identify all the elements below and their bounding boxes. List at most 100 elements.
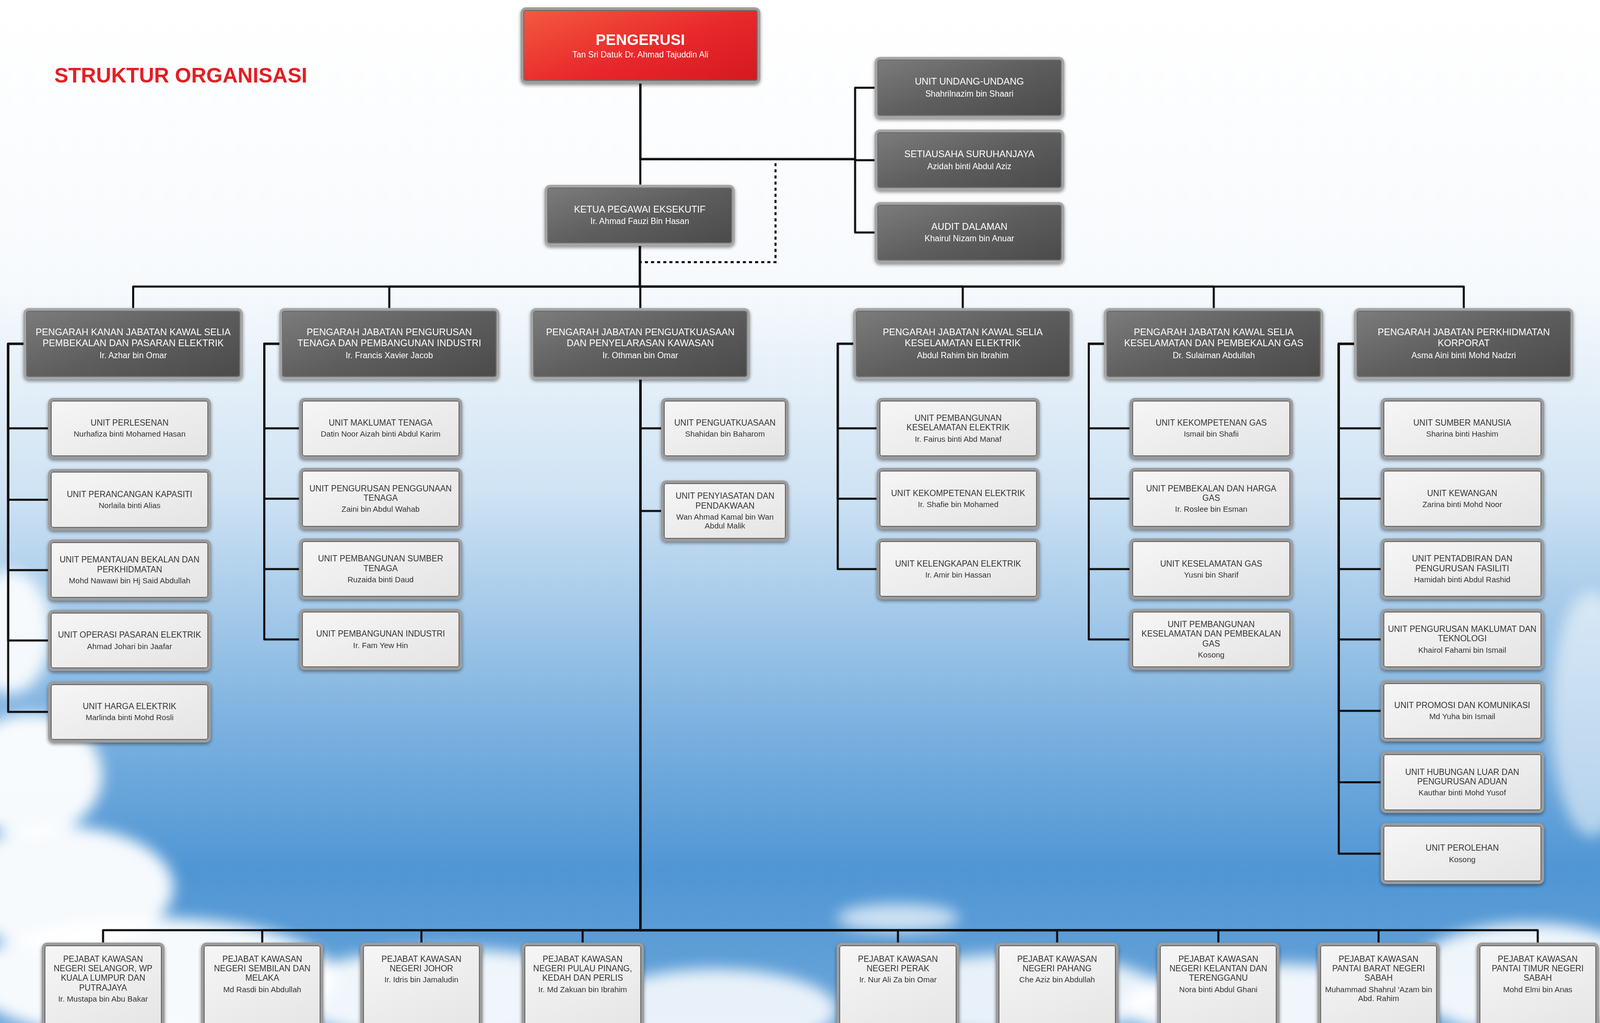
officer-name: Ir. Amir bin Hassan bbox=[925, 570, 992, 580]
unit-title: UNIT PEMBANGUNAN KESELAMATAN ELEKTRIK bbox=[883, 413, 1034, 433]
unit-title: PENGARAH JABATAN PERKHIDMATAN KORPORAT bbox=[1361, 326, 1566, 349]
officer-name: Ir. Fam Yew Hin bbox=[353, 640, 408, 650]
unit-box: UNIT PERANCANGAN KAPASITINorlaila binti … bbox=[48, 468, 212, 531]
director-box: PENGARAH JABATAN PENGUATKUASAAN DAN PENY… bbox=[530, 308, 750, 380]
unit-box: UNIT PEROLEHANKosong bbox=[1380, 822, 1545, 885]
unit-title: UNIT PENGUATKUASAAN bbox=[674, 418, 776, 428]
unit-box: UNIT OPERASI PASARAN ELEKTRIKAhmad Johar… bbox=[48, 609, 212, 672]
unit-box: UNIT KEKOMPETENAN GASIsmail bin Shafii bbox=[1129, 397, 1293, 460]
officer-name: Azidah binti Abdul Aziz bbox=[927, 161, 1012, 172]
officer-name: Wan Ahmad Kamal bin Wan Abdul Malik bbox=[667, 512, 782, 531]
connector-line bbox=[640, 83, 875, 160]
unit-box: UNIT PEMBANGUNAN KESELAMATAN ELEKTRIKIr.… bbox=[876, 397, 1041, 460]
officer-name: Ir. Roslee bin Esman bbox=[1174, 504, 1247, 514]
officer-name: Ir. Fairus binti Abd Manaf bbox=[914, 434, 1002, 444]
office-box: PEJABAT KAWASAN NEGERI PERAKIr. Nur Ali … bbox=[836, 942, 959, 1023]
officer-box: AUDIT DALAMANKhairul Nizam bin Anuar bbox=[874, 202, 1065, 264]
unit-title: PEJABAT KAWASAN NEGERI SEMBILAN DAN MELA… bbox=[207, 954, 317, 984]
unit-title: KETUA PEGAWAI EKSEKUTIF bbox=[573, 204, 706, 216]
unit-box: UNIT KESELAMATAN GASYusni bin Sharif bbox=[1129, 538, 1293, 600]
officer-name: Ir. Shafie bin Mohamed bbox=[918, 499, 999, 509]
unit-title: UNIT PROMOSI DAN KOMUNIKASI bbox=[1394, 700, 1531, 711]
unit-title: UNIT PENGURUSAN MAKLUMAT DAN TEKNOLOGI bbox=[1387, 624, 1538, 644]
officer-name: Khairol Fahami bin Ismail bbox=[1418, 645, 1507, 655]
connector-line bbox=[640, 379, 1057, 943]
unit-title: UNIT MAKLUMAT TENAGA bbox=[328, 418, 433, 428]
connector-line bbox=[582, 379, 641, 943]
officer-name: Ir. Mustapa bin Abu Bakar bbox=[57, 994, 148, 1004]
director-box: PENGARAH JABATAN KAWAL SELIA KESELAMATAN… bbox=[853, 308, 1073, 380]
connector-line bbox=[133, 245, 640, 309]
director-box: PENGARAH KANAN JABATAN KAWAL SELIA PEMBE… bbox=[23, 308, 243, 380]
chart-title: STRUKTUR ORGANISASI bbox=[54, 63, 308, 88]
unit-title: PEJABAT KAWASAN PANTAI TIMUR NEGERI SABA… bbox=[1483, 954, 1593, 984]
unit-title: PENGARAH JABATAN KAWAL SELIA KESELAMATAN… bbox=[861, 326, 1065, 349]
connector-line bbox=[1338, 343, 1381, 854]
officer-name: Shahidan bin Baharom bbox=[685, 429, 766, 439]
unit-title: UNIT KEWANGAN bbox=[1427, 488, 1498, 499]
unit-title: UNIT PERLESENAN bbox=[90, 418, 169, 428]
officer-name: Md Rasdi bin Abdullah bbox=[223, 984, 302, 994]
unit-title: UNIT HARGA ELEKTRIK bbox=[82, 701, 176, 712]
officer-name: Ir. Othman bin Omar bbox=[602, 350, 679, 361]
connector-line bbox=[262, 379, 641, 943]
officer-box: KETUA PEGAWAI EKSEKUTIFIr. Ahmad Fauzi B… bbox=[544, 184, 735, 246]
unit-title: PEJABAT KAWASAN NEGERI PAHANG bbox=[1002, 954, 1112, 974]
unit-title: PENGARAH JABATAN PENGURUSAN TENAGA DAN P… bbox=[287, 326, 491, 349]
connector-line bbox=[640, 379, 662, 512]
unit-box: UNIT PERLESENANNurhafiza binti Mohamed H… bbox=[48, 397, 212, 460]
officer-name: Nurhafiza binti Mohamed Hasan bbox=[73, 429, 186, 439]
unit-box: UNIT PENTADBIRAN DAN PENGURUSAN FASILITI… bbox=[1380, 538, 1545, 600]
officer-name: Kosong bbox=[1197, 650, 1225, 660]
unit-box: UNIT HARGA ELEKTRIKMarlinda binti Mohd R… bbox=[48, 681, 212, 743]
officer-name: Ir. Ahmad Fauzi Bin Hasan bbox=[590, 216, 689, 227]
unit-title: UNIT KELENGKAPAN ELEKTRIK bbox=[895, 559, 1021, 569]
office-box: PEJABAT KAWASAN PANTAI TIMUR NEGERI SABA… bbox=[1476, 942, 1599, 1023]
unit-box: UNIT KEKOMPETENAN ELEKTRIKIr. Shafie bin… bbox=[876, 467, 1041, 529]
unit-title: UNIT PEROLEHAN bbox=[1425, 843, 1499, 853]
office-box: PEJABAT KAWASAN PANTAI BARAT NEGERI SABA… bbox=[1317, 942, 1440, 1023]
connector-line bbox=[1088, 343, 1130, 640]
officer-name: Zaini bin Abdul Wahab bbox=[341, 504, 420, 514]
unit-title: UNIT PERANCANGAN KAPASITI bbox=[66, 489, 193, 500]
unit-title: UNIT UNDANG-UNDANG bbox=[914, 76, 1025, 88]
unit-title: UNIT PENYIASATAN DAN PENDAKWAAN bbox=[667, 491, 782, 511]
officer-name: Norlaila binti Alias bbox=[98, 500, 161, 510]
unit-box: UNIT KELENGKAPAN ELEKTRIKIr. Amir bin Ha… bbox=[876, 538, 1041, 600]
officer-name: Dr. Sulaiman Abdullah bbox=[1172, 350, 1255, 361]
officer-name: Ismail bin Shafii bbox=[1183, 429, 1239, 439]
officer-name: Ruzaida binti Daud bbox=[347, 574, 414, 584]
unit-title: PENGARAH KANAN JABATAN KAWAL SELIA PEMBE… bbox=[31, 326, 235, 349]
unit-title: UNIT PENTADBIRAN DAN PENGURUSAN FASILITI bbox=[1387, 554, 1538, 574]
unit-box: UNIT PENGURUSAN MAKLUMAT DAN TEKNOLOGIKh… bbox=[1380, 608, 1545, 670]
connector-line bbox=[640, 83, 875, 160]
connector-line bbox=[1338, 343, 1381, 783]
officer-box: UNIT UNDANG-UNDANGShahrilnazim bin Shaar… bbox=[874, 56, 1065, 119]
director-box: PENGARAH JABATAN PERKHIDMATAN KORPORATAs… bbox=[1354, 308, 1574, 380]
officer-name: Yusni bin Sharif bbox=[1183, 570, 1239, 580]
unit-title: UNIT SUMBER MANUSIA bbox=[1413, 418, 1512, 428]
unit-title: PENGARAH JABATAN KAWAL SELIA KESELAMATAN… bbox=[1111, 326, 1316, 349]
cloud bbox=[836, 903, 959, 933]
chairman-box: PENGERUSITan Sri Datuk Dr. Ahmad Tajuddi… bbox=[520, 7, 761, 84]
connector-line bbox=[264, 343, 299, 640]
officer-name: Nora binti Abdul Ghani bbox=[1179, 984, 1258, 994]
officer-name: Shahrilnazim bin Shaari bbox=[925, 89, 1014, 99]
connector-line bbox=[640, 379, 1379, 943]
officer-name: Ir. Francis Xavier Jacob bbox=[345, 350, 433, 361]
unit-title: PEJABAT KAWASAN PANTAI BARAT NEGERI SABA… bbox=[1324, 954, 1433, 984]
officer-name: Hamidah binti Abdul Rashid bbox=[1414, 574, 1511, 584]
unit-title: UNIT PEMBEKALAN DAN HARGA GAS bbox=[1136, 484, 1287, 504]
officer-name: Mohd Elmi bin Anas bbox=[1503, 984, 1573, 994]
officer-name: Mohd Nawawi bin Hj Said Abdullah bbox=[68, 575, 191, 585]
office-box: PEJABAT KAWASAN NEGERI JOHORIr. Idris bi… bbox=[360, 942, 483, 1023]
officer-box: SETIAUSAHA SURUHANJAYAAzidah binti Abdul… bbox=[874, 129, 1065, 191]
office-box: PEJABAT KAWASAN NEGERI SELANGOR, WP KUAL… bbox=[41, 942, 164, 1023]
officer-name: Datin Noor Aizah binti Abdul Karim bbox=[320, 429, 441, 439]
cloud bbox=[0, 918, 337, 1023]
unit-title: PENGARAH JABATAN PENGUATKUASAAN DAN PENY… bbox=[538, 326, 743, 349]
unit-title: UNIT KESELAMATAN GAS bbox=[1160, 559, 1263, 569]
unit-title: UNIT KEKOMPETENAN ELEKTRIK bbox=[891, 488, 1026, 499]
unit-box: UNIT PROMOSI DAN KOMUNIKASIMd Yuha bin I… bbox=[1380, 680, 1545, 742]
